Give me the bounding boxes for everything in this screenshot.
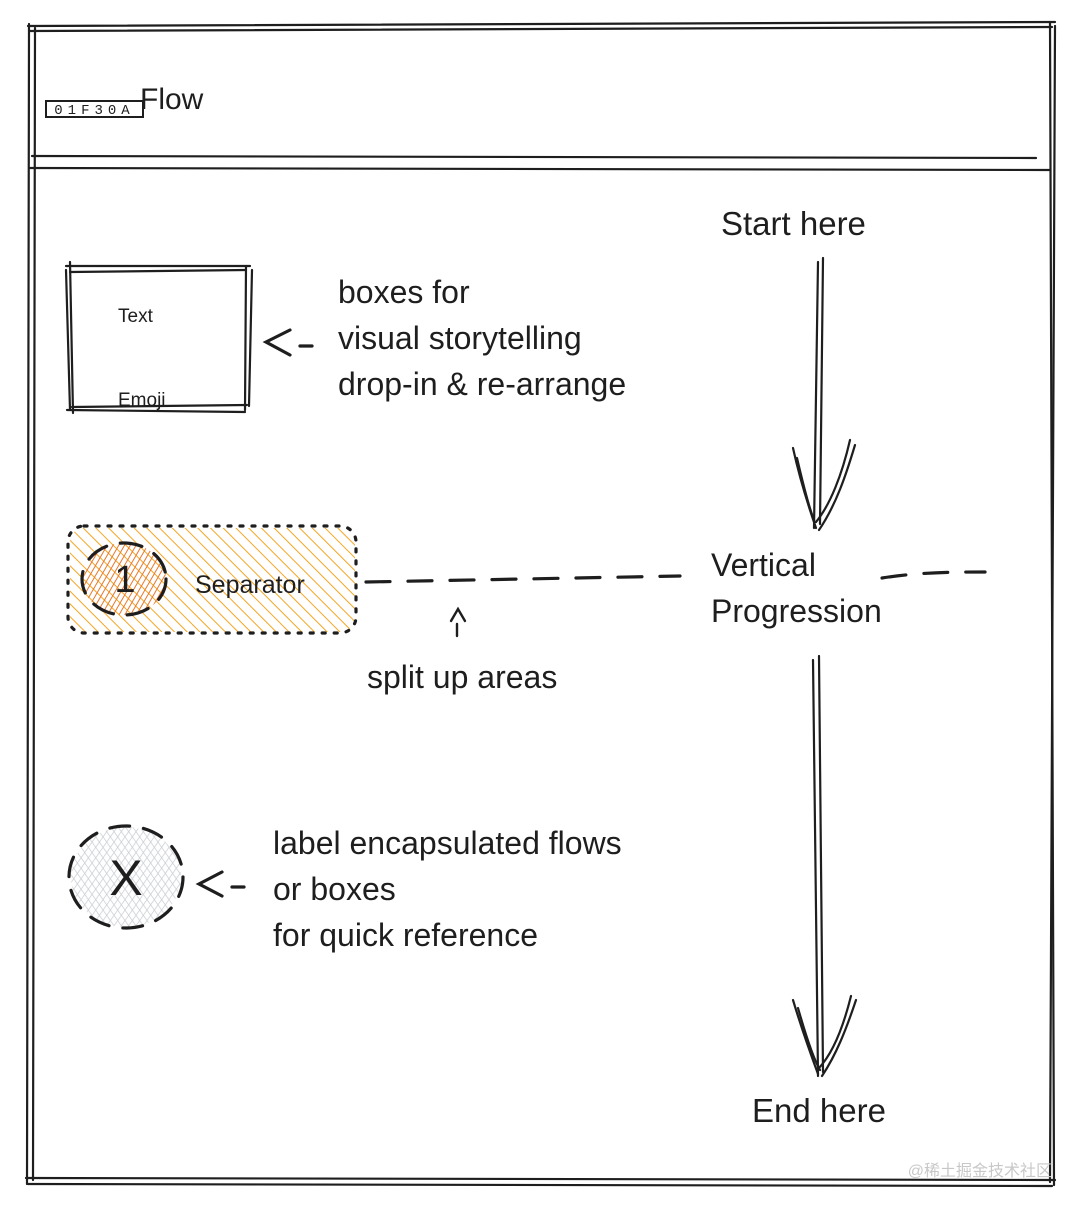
separator-line [364,570,987,584]
bottom-flow-arrow [791,654,858,1078]
flow-id-badge: 01F30A [45,100,144,119]
story-box [64,260,254,415]
page-title: Flow [140,83,204,116]
vertical-progression-label: Vertical Progression [711,547,882,629]
watermark: @稀土掘金技术社区 [907,1163,1052,1180]
end-label: End here [752,1092,886,1129]
label-arrow [195,870,246,898]
box-annotation: boxes for visual storytelling drop-in & … [338,274,627,402]
label-badge [67,824,185,930]
header-divider [28,154,1052,172]
start-label: Start here [721,205,866,242]
split-caret [449,606,467,638]
separator-annotation: split up areas [367,659,558,695]
story-arrow [262,328,314,357]
label-annotation: label encapsulated flows or boxes for qu… [273,825,622,953]
box-emoji-label: Emoji [118,390,166,411]
label-badge-letter: X [109,850,143,906]
separator-label: Separator [195,571,305,599]
top-flow-arrow [791,256,857,532]
box-text-label: Text [118,306,153,327]
outer-frame [24,20,1057,1188]
separator-badge-number: 1 [114,559,136,601]
separator-block [66,524,358,635]
